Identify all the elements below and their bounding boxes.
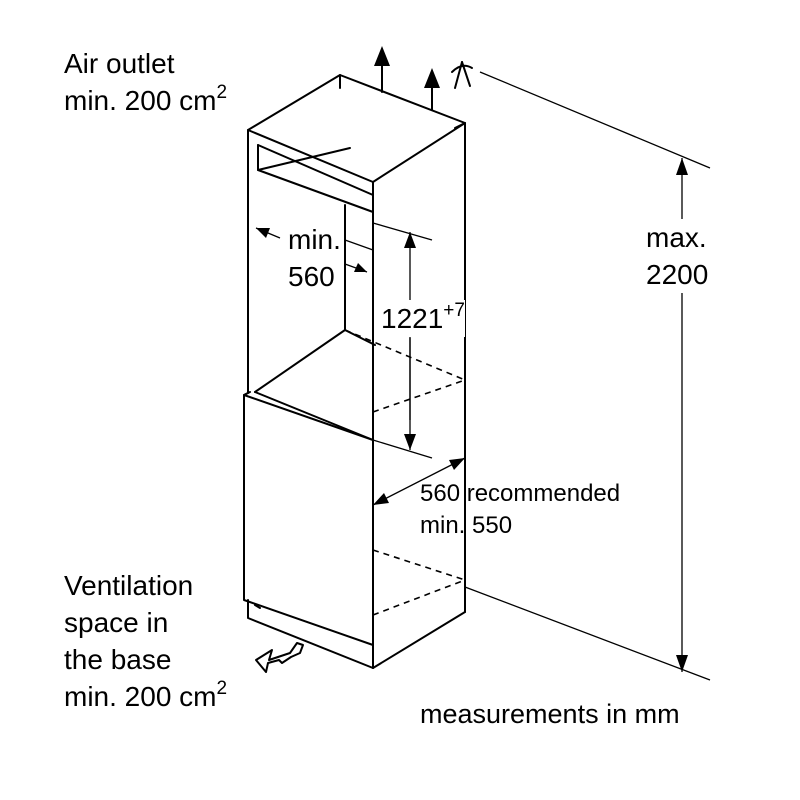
width-min-line2: 560 [288, 261, 335, 292]
max-height-line1: max. [646, 222, 707, 253]
air-outlet-line1: Air outlet [64, 48, 175, 79]
air-outlet-label: Air outlet min. 200 cm2 [64, 45, 227, 119]
depth-line2: min. 550 [420, 512, 513, 539]
depth-dimension [372, 457, 466, 506]
air-outlet-arrow-icon [374, 46, 440, 111]
ventilation-label: Ventilation space in the base min. 200 c… [64, 567, 227, 715]
depth-label: 560 recommended min. 550 [420, 478, 620, 542]
height-1221-dimension [372, 222, 433, 459]
ventilation-line1: Ventilation [64, 570, 194, 601]
height-reference-mark [451, 61, 473, 89]
air-outlet-line2: min. 200 cm2 [64, 82, 228, 116]
depth-line1: 560 recommended [420, 480, 621, 507]
cabinet-outline [243, 74, 466, 586]
units-note: measurements in mm [420, 699, 680, 729]
hidden-lines [344, 329, 466, 616]
air-inlet-arrow-icon [255, 642, 304, 673]
height-1221-label: 1221+7 [381, 300, 465, 337]
ventilation-line2: space in [64, 607, 169, 638]
ventilation-line3: the base [64, 644, 172, 675]
width-min-line1: min. [288, 224, 341, 255]
appliance-door [243, 391, 466, 669]
width-min-label: min. 560 [288, 221, 341, 295]
width-dimension [255, 227, 374, 273]
max-height-label: max. 2200 [646, 219, 709, 293]
max-height-line2: 2200 [646, 259, 709, 290]
height-1221-value: 1221 [381, 303, 444, 334]
ventilation-line4: min. 200 cm2 [64, 678, 228, 712]
max-height-dimension [464, 71, 711, 681]
height-1221-tolerance: +7 [443, 300, 465, 321]
